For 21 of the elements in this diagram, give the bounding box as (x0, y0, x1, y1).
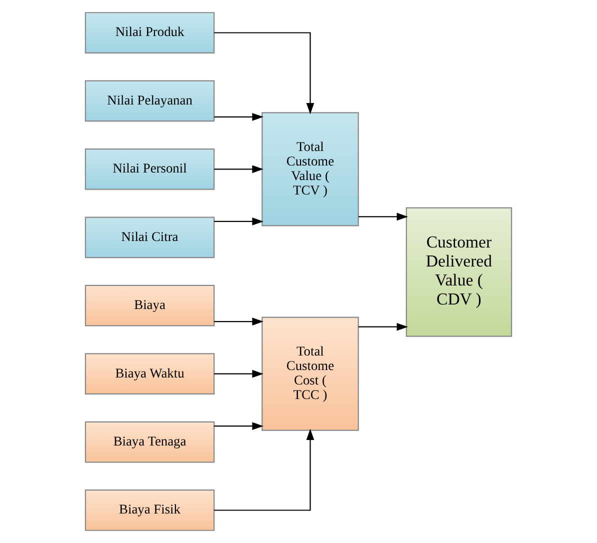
node-box: Biaya Tenaga (84, 421, 215, 463)
node-box: Nilai Produk (84, 12, 215, 54)
node-box: Biaya (84, 284, 215, 326)
node-box: Customer Delivered Value ( CDV ) (406, 207, 512, 337)
arrow (214, 112, 264, 121)
node-box: Nilai Personil (84, 148, 215, 190)
arrow (358, 322, 408, 331)
arrow (214, 370, 264, 378)
arrow (214, 318, 264, 326)
node-box: Biaya Waktu (84, 353, 215, 394)
arrow (358, 212, 408, 221)
node-box: Nilai Pelayanan (84, 80, 215, 122)
node-box: Total Custome Cost ( TCC ) (262, 316, 359, 431)
node-box: Total Custome Value ( TCV ) (262, 112, 359, 226)
node-box: Biaya Fisik (84, 490, 215, 531)
node-box: Nilai Citra (84, 216, 215, 258)
arrow (214, 428, 314, 511)
arrow (214, 218, 264, 226)
arrow (214, 422, 264, 430)
arrow (214, 165, 264, 174)
arrow (214, 32, 314, 114)
